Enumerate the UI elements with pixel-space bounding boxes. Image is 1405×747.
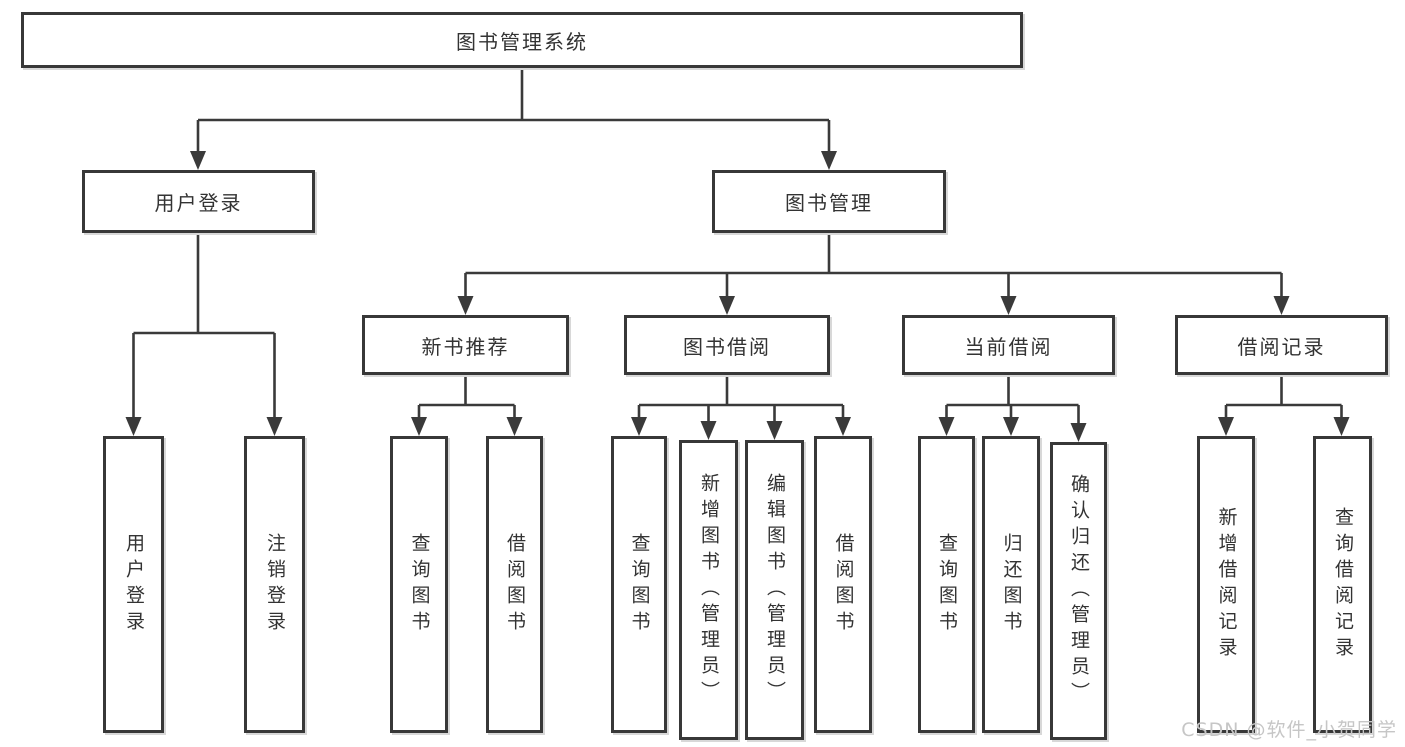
- leaf-borrow-books-2: 借阅图书: [814, 436, 872, 733]
- connector-new-book-branch: [411, 375, 523, 436]
- leaf-query-borrow-record: 查询借阅记录: [1313, 436, 1372, 733]
- leaf-return-books: 归还图书: [982, 436, 1040, 733]
- node-borrowing-records-label: 借阅记录: [1237, 334, 1326, 359]
- leaf-logout-label: 注销登录: [264, 532, 286, 637]
- leaf-add-books-admin: 新增图书（管理员）: [679, 440, 738, 740]
- connector-root-to-level2: [190, 68, 837, 170]
- connector-borrow-record-branch: [1218, 375, 1350, 436]
- leaf-borrow-books-2-label: 借阅图书: [832, 532, 855, 637]
- node-current-borrowing: 当前借阅: [902, 315, 1115, 375]
- leaf-query-borrow-record-label: 查询借阅记录: [1332, 506, 1354, 663]
- node-book-management-label: 图书管理: [785, 191, 873, 215]
- leaf-borrow-books-1-label: 借阅图书: [504, 532, 526, 637]
- node-book-borrowing: 图书借阅: [624, 315, 830, 375]
- connector-current-borrow-branch: [938, 375, 1087, 442]
- node-user-login-label: 用户登录: [154, 191, 243, 215]
- node-new-book-recommend: 新书推荐: [362, 315, 569, 375]
- leaf-confirm-return-admin: 确认归还（管理员）: [1050, 442, 1107, 740]
- node-new-book-recommend-label: 新书推荐: [421, 334, 510, 359]
- leaf-logout: 注销登录: [244, 436, 305, 733]
- leaf-edit-books-admin-label: 编辑图书（管理员）: [764, 473, 786, 707]
- node-user-login: 用户登录: [82, 170, 315, 233]
- node-book-management: 图书管理: [712, 170, 946, 233]
- leaf-add-books-admin-label: 新增图书（管理员）: [698, 473, 720, 707]
- leaf-query-books-2: 查询图书: [611, 436, 667, 733]
- leaf-confirm-return-admin-label: 确认归还（管理员）: [1068, 474, 1090, 708]
- leaf-query-books-1-label: 查询图书: [408, 532, 431, 637]
- leaf-return-books-label: 归还图书: [1000, 532, 1023, 637]
- leaf-query-books-1: 查询图书: [390, 436, 448, 733]
- leaf-query-books-2-label: 查询图书: [628, 532, 651, 637]
- leaf-add-borrow-record: 新增借阅记录: [1197, 436, 1255, 733]
- leaf-edit-books-admin: 编辑图书（管理员）: [745, 440, 804, 740]
- leaf-borrow-books-1: 借阅图书: [486, 436, 543, 733]
- node-borrowing-records: 借阅记录: [1175, 315, 1388, 375]
- csdn-watermark: CSDN @软件_小贺同学: [1181, 719, 1397, 741]
- leaf-query-books-3: 查询图书: [918, 436, 975, 733]
- leaf-add-borrow-record-label: 新增借阅记录: [1215, 506, 1238, 663]
- leaf-user-login: 用户登录: [103, 436, 164, 733]
- leaf-query-books-3-label: 查询图书: [936, 532, 958, 637]
- node-book-borrowing-label: 图书借阅: [683, 334, 771, 359]
- connector-book-borrow-branch: [631, 375, 851, 440]
- node-root-label: 图书管理系统: [456, 29, 588, 54]
- node-root-system: 图书管理系统: [21, 12, 1023, 68]
- leaf-user-login-label: 用户登录: [123, 532, 145, 637]
- connector-user-login-branch: [125, 233, 283, 436]
- node-current-borrowing-label: 当前借阅: [964, 334, 1053, 359]
- connector-book-mgmt-branch: [457, 233, 1290, 315]
